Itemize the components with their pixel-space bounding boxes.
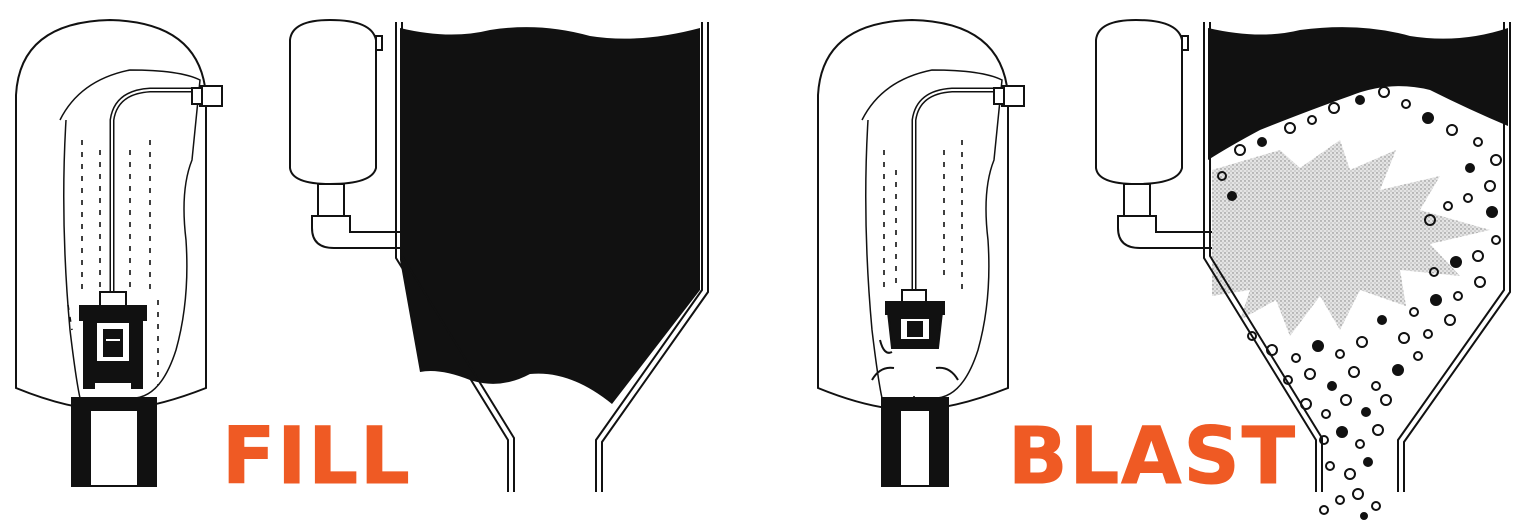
blast-flow-arrows xyxy=(884,140,962,430)
blast-cloud xyxy=(1212,140,1490,336)
fill-exhaust-pipe xyxy=(72,398,156,486)
fill-piston-valve xyxy=(80,292,146,388)
fill-hopper xyxy=(396,22,708,492)
blast-air-tank-cutaway xyxy=(818,20,1024,410)
fill-label: FILL xyxy=(222,418,412,496)
blast-piston-valve xyxy=(886,290,944,348)
blast-exhaust-pipe xyxy=(882,398,948,486)
blast-label: BLAST xyxy=(1008,418,1297,496)
